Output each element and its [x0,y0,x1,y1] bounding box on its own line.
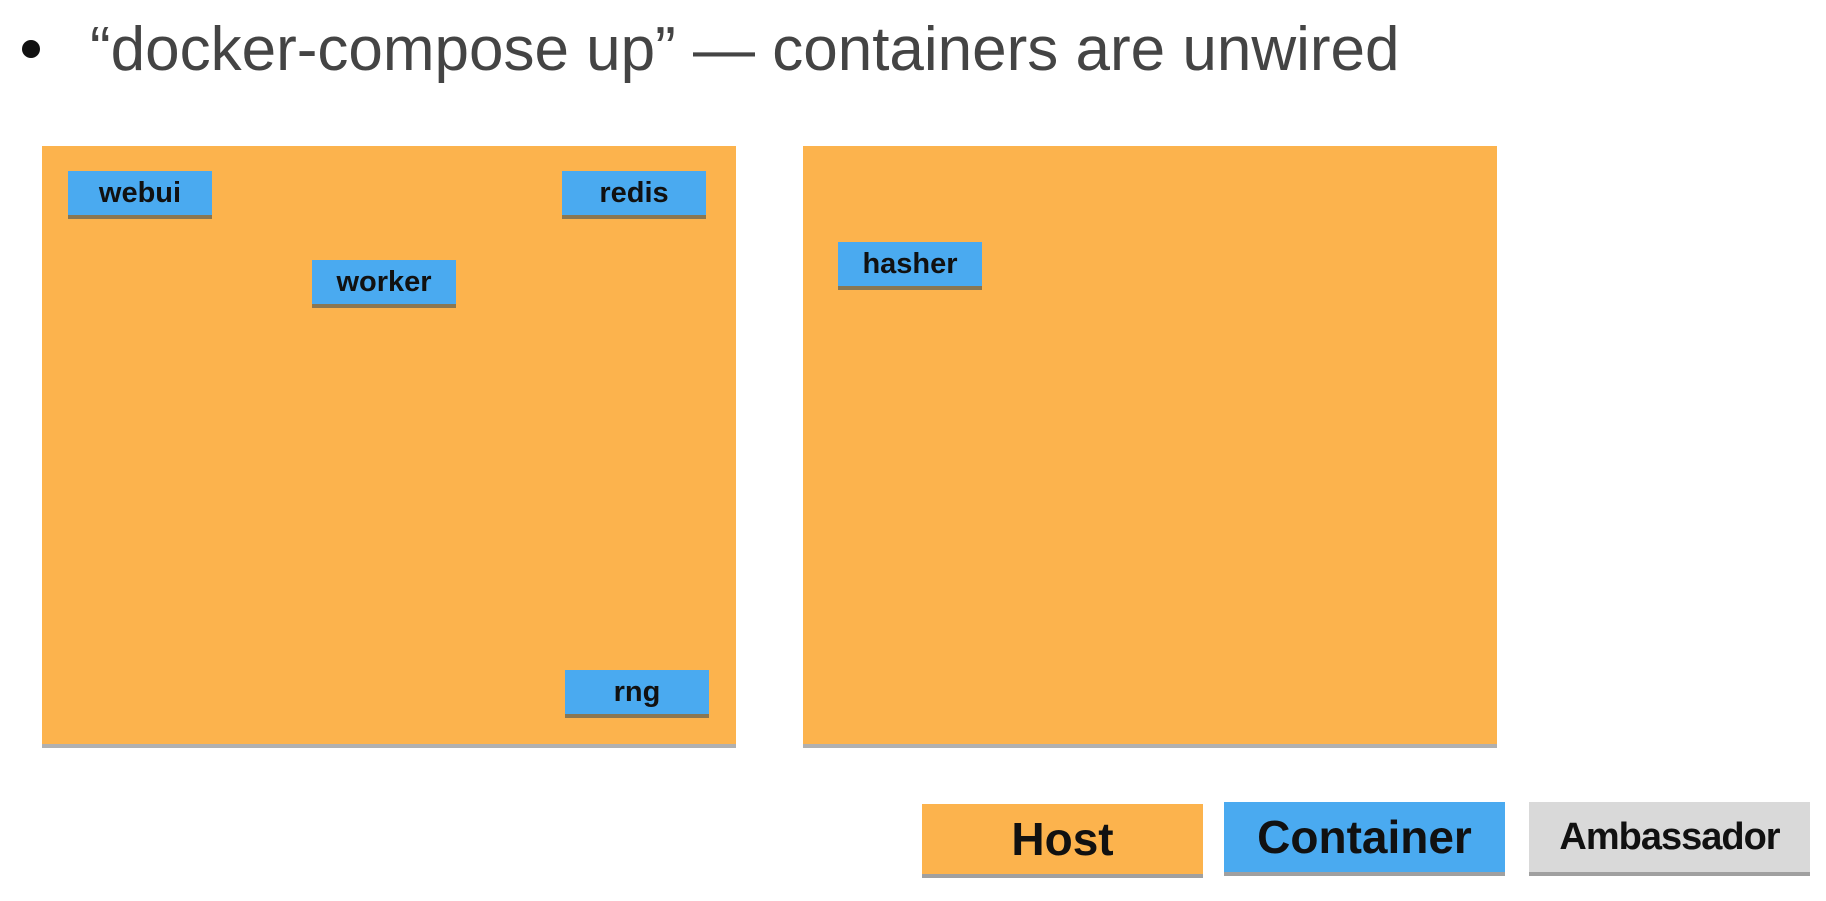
container-worker: worker [312,260,456,308]
bullet-icon [22,40,40,58]
legend-container: Container [1224,802,1505,876]
container-redis: redis [562,171,706,219]
container-webui: webui [68,171,212,219]
host-box-2: hasher [803,146,1497,748]
container-hasher: hasher [838,242,982,290]
slide-title: “docker-compose up” — containers are unw… [22,14,1399,84]
host-box-1: webui redis worker rng [42,146,736,748]
title-text: “docker-compose up” — containers are unw… [90,14,1400,84]
legend-host: Host [922,804,1203,878]
legend-ambassador: Ambassador [1529,802,1810,876]
container-rng: rng [565,670,709,718]
